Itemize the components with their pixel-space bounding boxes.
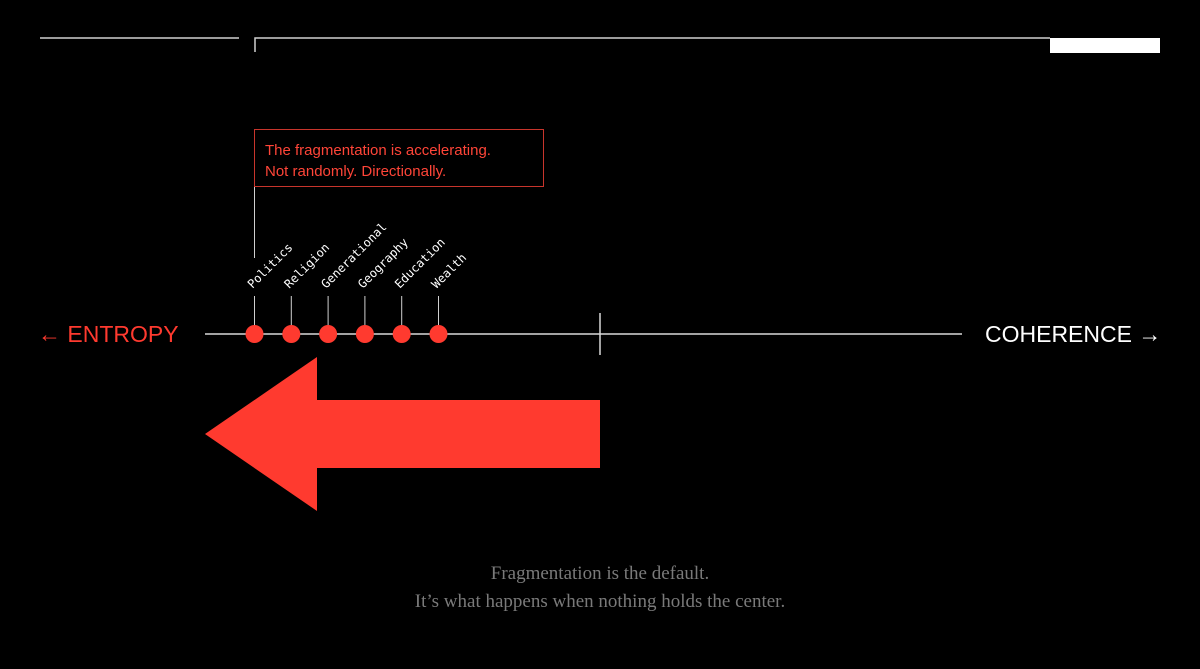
category-dot [282,325,301,343]
entropy-arrow [205,357,600,511]
category-dot [429,325,448,343]
category-dot [319,325,338,343]
entropy-label: ← ENTROPY [38,321,179,347]
top-segment-bracket [254,37,1050,52]
callout-line-2: Not randomly. Directionally. [265,163,447,180]
category-dot [392,325,411,343]
caption-line-2: It’s what happens when nothing holds the… [414,591,786,612]
top-progress-block [1050,38,1160,53]
category-markers: PoliticsReligionGenerationalGeographyEdu… [245,220,469,343]
category-label: Generational [318,220,389,291]
category-dot [245,325,264,343]
callout-line-1: The fragmentation is accelerating. [265,142,491,159]
caption-line-1: Fragmentation is the default. [490,563,710,584]
category-dot [355,325,374,343]
coherence-label: COHERENCE → [985,321,1162,347]
callout-box: The fragmentation is accelerating. Not r… [254,129,544,187]
